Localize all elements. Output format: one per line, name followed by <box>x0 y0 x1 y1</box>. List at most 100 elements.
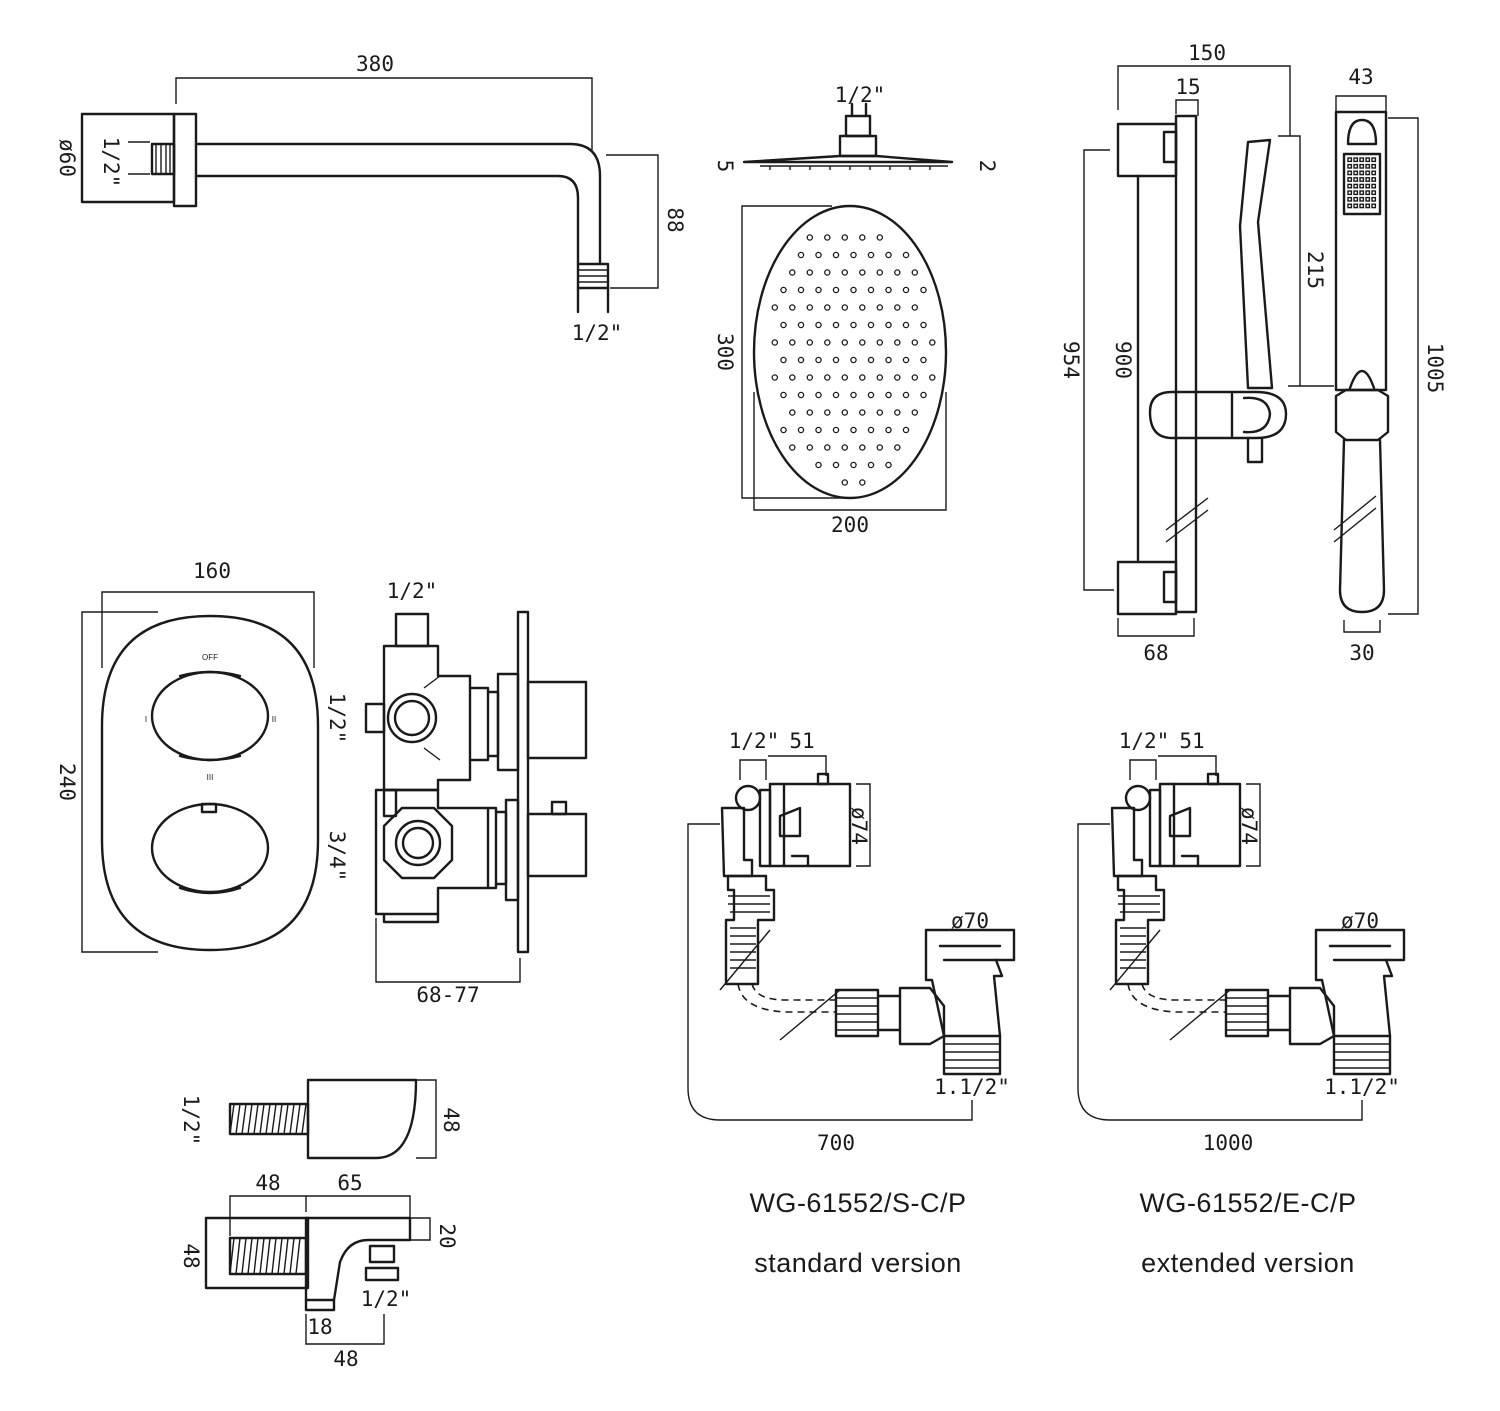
label-mark-1: I <box>145 715 147 724</box>
waste-s-code: WG-61552/S-C/P <box>749 1188 966 1218</box>
dim-arm-inlet: 1/2" <box>99 137 123 188</box>
dim-15: 15 <box>1175 75 1200 99</box>
spout-side-body <box>304 1216 412 1302</box>
dim-line-240 <box>81 611 158 953</box>
handset-nozzle-grid <box>1347 157 1377 209</box>
dim-200: 200 <box>831 513 869 537</box>
label-mark-3: III <box>207 773 214 782</box>
dim-88: 88 <box>663 207 687 232</box>
dim-150: 150 <box>1188 41 1226 65</box>
dim-valve-top: 1/2" <box>387 579 438 603</box>
dim-waste-s-70: ø70 <box>951 909 989 933</box>
waste-e-overflow-elbow <box>1110 806 1144 878</box>
dim-arm-outlet: 1/2" <box>572 321 623 345</box>
spout-side-housing <box>204 1216 310 1290</box>
dim-240: 240 <box>55 763 79 801</box>
dim-valve-bottom: 3/4" <box>325 831 349 882</box>
dim-waste-e-74: ø74 <box>1237 807 1261 845</box>
dim-spout-bottom-inlet: 1/2" <box>361 1287 412 1311</box>
dim-spout-20: 20 <box>435 1223 459 1248</box>
dim-215: 215 <box>1303 251 1327 289</box>
dim-68-77: 68-77 <box>416 983 479 1007</box>
dim-spout-65: 65 <box>337 1171 362 1195</box>
dim-30: 30 <box>1349 641 1374 665</box>
dim-spout-48-a: 48 <box>255 1171 280 1195</box>
arm-flange <box>172 112 198 208</box>
shower-arm-drawing: 380 88 ø60 1/2" 1/2" <box>55 52 687 345</box>
waste-e-hose-upper <box>1114 874 1166 986</box>
arm-wall-plate-outline <box>80 112 176 204</box>
dim-waste-s-700: 700 <box>817 1131 855 1155</box>
dim-line-150 <box>1117 65 1291 136</box>
rail-bottom-bracket <box>1116 560 1178 616</box>
dim-waste-s-51: 51 <box>789 729 814 753</box>
spout-drawing: 48 1/2" 48 65 20 48 1/2" 18 48 <box>179 1078 463 1371</box>
dim-line-700 <box>687 823 973 1121</box>
handset-holder <box>1334 388 1390 442</box>
valve-lower-body <box>374 788 498 916</box>
waste-s-version: standard version <box>754 1248 962 1278</box>
dim-line-1005 <box>1388 117 1419 615</box>
waste-standard-drawing: 1/2" 51 ø74 ø70 1.1/2" 700 WG-61552/S-C/… <box>687 729 1016 1278</box>
head-nozzles <box>771 234 936 486</box>
dim-waste-s-inlet: 1/2" <box>729 729 780 753</box>
dim-1005: 1005 <box>1423 343 1447 394</box>
dim-valve-mid: 1/2" <box>325 693 349 744</box>
dim-line-380 <box>175 77 593 150</box>
dim-spout-top-inlet: 1/2" <box>179 1095 203 1146</box>
dim-line-215 <box>1278 135 1301 387</box>
waste-e-trap-joint <box>1224 986 1336 1046</box>
waste-e-overflow-plate <box>1158 782 1242 868</box>
dim-line-954 <box>1083 149 1114 591</box>
thermostat-knob <box>150 802 270 894</box>
dim-68: 68 <box>1143 641 1168 665</box>
dim-flange-dia: ø60 <box>55 139 79 177</box>
handset-spray-plate <box>1342 152 1382 216</box>
dim-waste-s-outlet: 1.1/2" <box>934 1075 1010 1099</box>
label-mark-2: II <box>272 715 276 724</box>
dim-waste-e-1000: 1000 <box>1203 1131 1254 1155</box>
head-face <box>752 204 948 500</box>
dim-43: 43 <box>1348 65 1373 89</box>
dim-waste-s-74: ø74 <box>847 807 871 845</box>
dim-line-160 <box>101 591 315 668</box>
waste-e-outlet-thread <box>1332 1034 1392 1076</box>
spout-top-view <box>306 1078 418 1160</box>
dim-line-200 <box>753 392 947 511</box>
riser-rail-drawing: 150 15 954 900 68 215 <box>1059 41 1334 665</box>
waste-s-trap-joint <box>834 986 946 1046</box>
waste-e-plug-body <box>1314 928 1406 1038</box>
valve-wall-plate <box>516 610 530 954</box>
rail-slider <box>1148 390 1288 440</box>
head-side-profile <box>742 154 954 164</box>
handset-head <box>1334 110 1388 392</box>
valve-faceplate <box>100 614 320 952</box>
dim-line-68-77 <box>375 918 521 983</box>
dim-380: 380 <box>356 52 394 76</box>
dim-head-inlet: 1/2" <box>835 83 886 107</box>
valve-upper-port <box>386 692 438 744</box>
label-off: OFF <box>202 653 218 662</box>
valve-upper-body <box>382 644 472 792</box>
valve-front-drawing: 160 240 OFF I II III <box>55 559 320 953</box>
valve-upper-spindle <box>526 680 588 760</box>
dim-spout-18: 18 <box>307 1315 332 1339</box>
waste-e-code: WG-61552/E-C/P <box>1139 1188 1356 1218</box>
valve-side-drawing: 1/2" 1/2" 3/4" 68-77 <box>325 579 588 1007</box>
dim-954: 954 <box>1059 341 1083 379</box>
dim-line-300 <box>741 205 846 499</box>
dim-waste-e-outlet: 1.1/2" <box>1324 1075 1400 1099</box>
dim-head-thick-right: 2 <box>975 160 999 173</box>
waste-s-overflow-elbow <box>720 806 754 878</box>
dim-line-1000 <box>1077 823 1363 1121</box>
dim-line-88 <box>606 154 659 289</box>
dim-waste-e-70: ø70 <box>1341 909 1379 933</box>
waste-s-overflow-plate <box>768 782 852 868</box>
dim-waste-e-51: 51 <box>1179 729 1204 753</box>
valve-lower-spindle <box>526 812 588 878</box>
diverter-knob <box>150 670 270 762</box>
dim-head-thick-left: 5 <box>713 160 737 173</box>
dim-spout-top-h: 48 <box>439 1107 463 1132</box>
waste-s-hose-upper <box>724 874 776 986</box>
